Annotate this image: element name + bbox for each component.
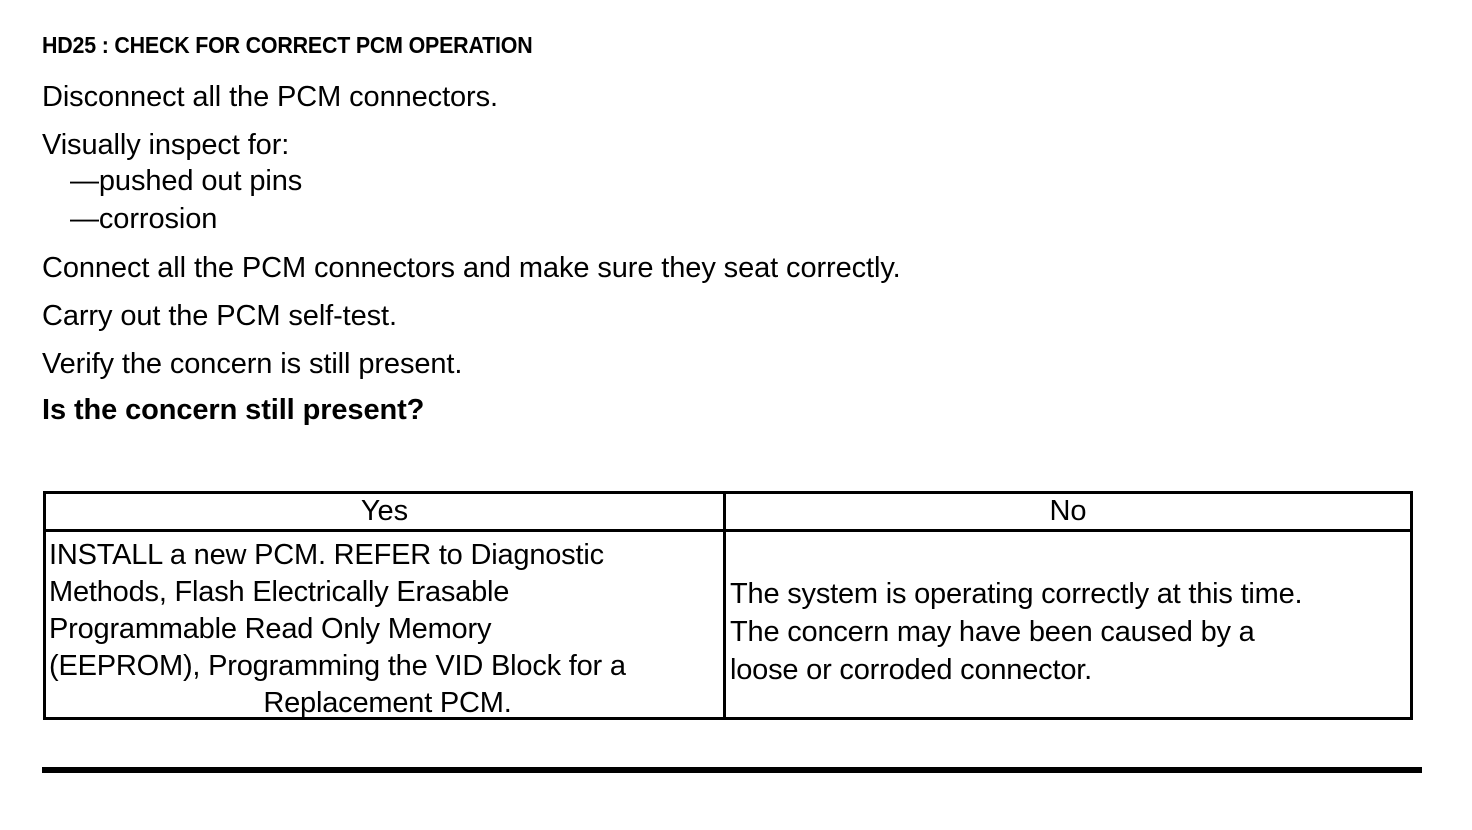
table-cell-no: The system is operating correctly at thi… bbox=[723, 529, 1413, 720]
no-cell-line: loose or corroded connector. bbox=[730, 654, 1092, 686]
yes-cell-line: Methods, Flash Electrically Erasable bbox=[49, 576, 510, 608]
table-header-row: Yes No bbox=[43, 491, 1413, 532]
yes-cell-line: INSTALL a new PCM. REFER to Diagnostic bbox=[49, 539, 604, 571]
table-row: INSTALL a new PCM. REFER to Diagnostic M… bbox=[43, 529, 1413, 720]
no-cell-text: The system is operating correctly at thi… bbox=[730, 575, 1420, 689]
yes-cell-text: INSTALL a new PCM. REFER to Diagnostic M… bbox=[49, 537, 739, 722]
instruction-line-self-test: Carry out the PCM self-test. bbox=[42, 300, 397, 332]
yes-cell-line: Replacement PCM. bbox=[263, 687, 512, 719]
no-cell-line: The concern may have been caused by a bbox=[730, 616, 1255, 648]
instruction-bullet-pushed-out-pins: —pushed out pins bbox=[70, 165, 303, 197]
decision-question: Is the concern still present? bbox=[42, 394, 425, 426]
yes-cell-line: Programmable Read Only Memory bbox=[49, 613, 492, 645]
instruction-line-connect: Connect all the PCM connectors and make … bbox=[42, 252, 901, 284]
instruction-line-verify: Verify the concern is still present. bbox=[42, 348, 463, 380]
table-header-no: No bbox=[723, 491, 1413, 532]
table-header-yes: Yes bbox=[43, 491, 726, 532]
footer-divider bbox=[42, 767, 1422, 773]
page-title: HD25 : CHECK FOR CORRECT PCM OPERATION bbox=[42, 32, 533, 58]
table-cell-yes: INSTALL a new PCM. REFER to Diagnostic M… bbox=[43, 529, 726, 720]
yes-cell-line: (EEPROM), Programming the VID Block for … bbox=[49, 650, 626, 682]
no-cell-line: The system is operating correctly at thi… bbox=[730, 578, 1303, 610]
instruction-bullet-corrosion: —corrosion bbox=[70, 203, 218, 235]
instruction-line-disconnect: Disconnect all the PCM connectors. bbox=[42, 81, 498, 113]
instruction-line-visually-inspect: Visually inspect for: bbox=[42, 129, 290, 161]
decision-table: Yes No INSTALL a new PCM. REFER to Diagn… bbox=[43, 491, 1413, 720]
